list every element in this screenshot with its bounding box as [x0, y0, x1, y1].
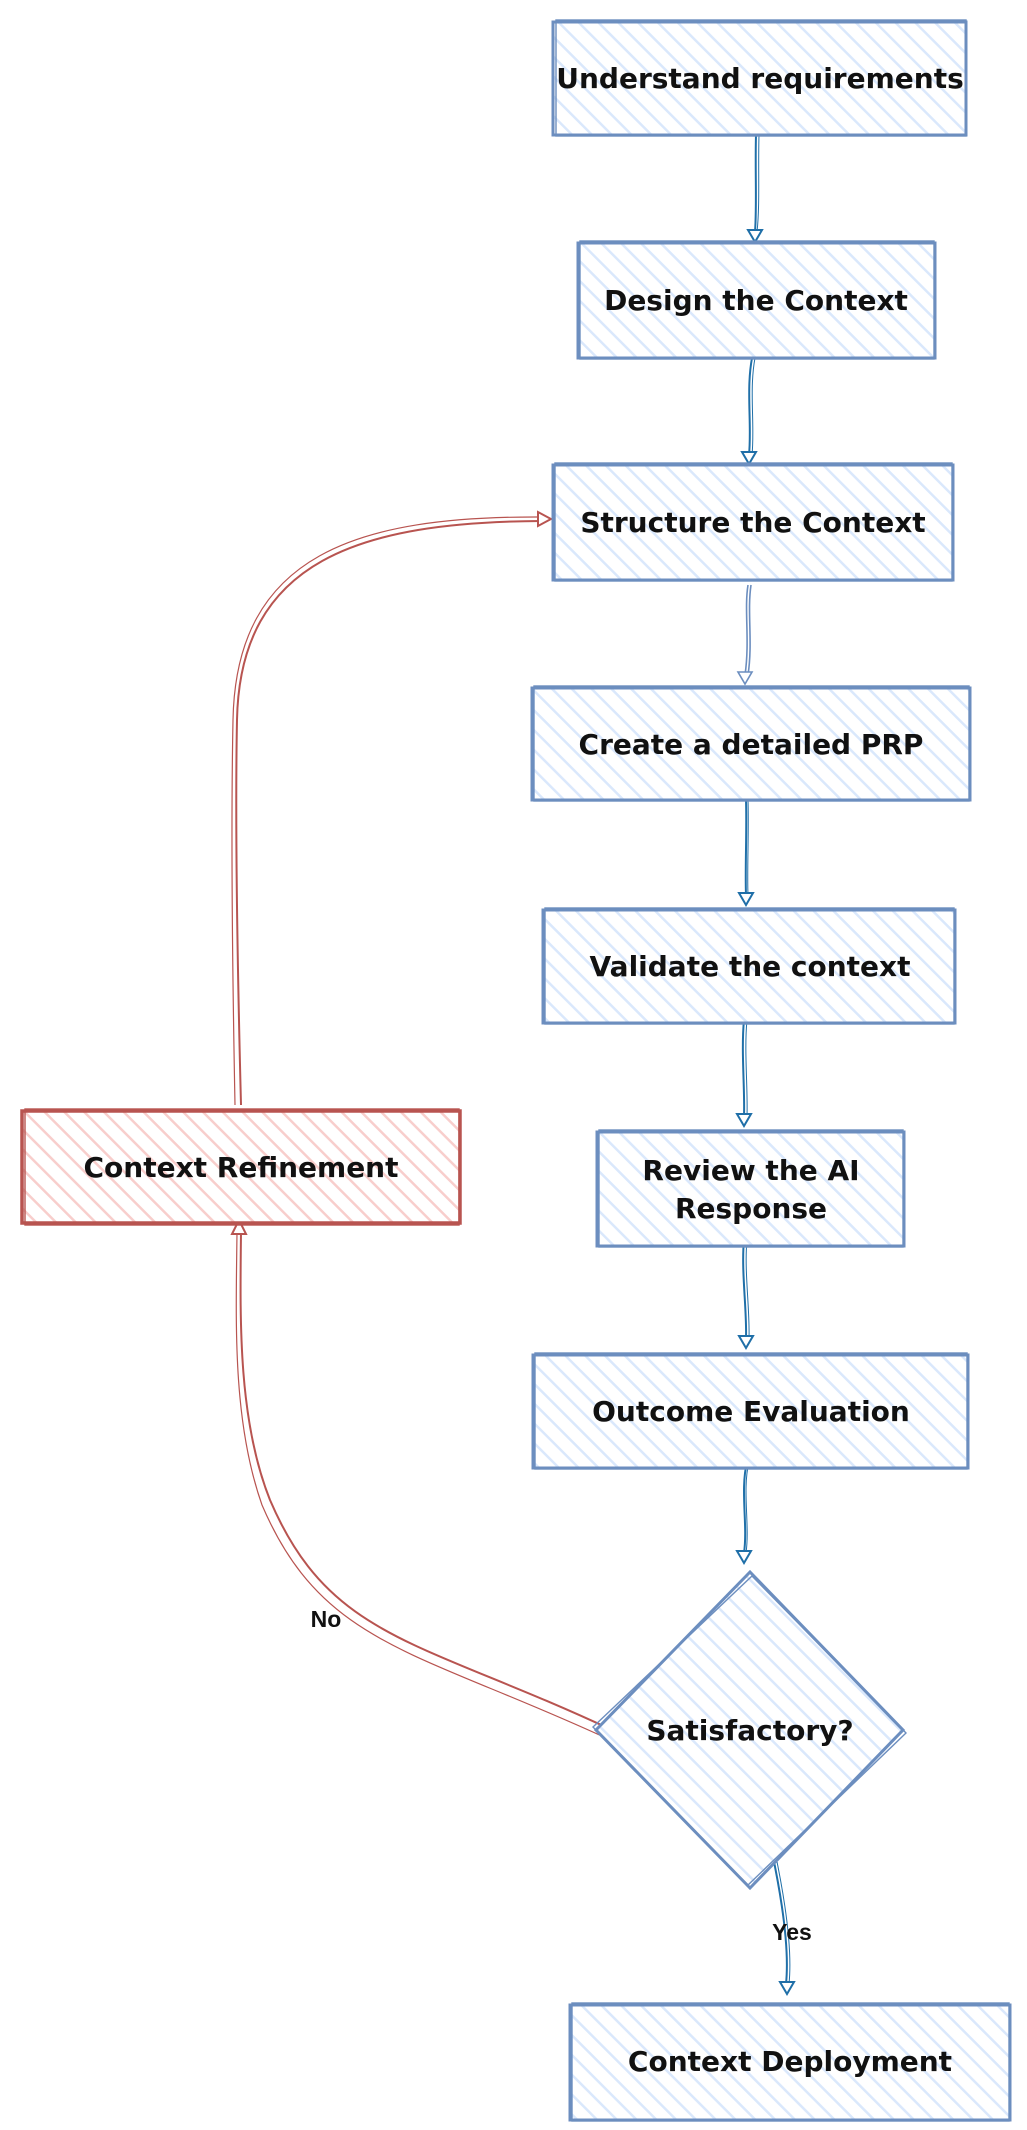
- node-label: Structure the Context: [580, 506, 925, 539]
- node-structure-context: Structure the Context: [551, 462, 955, 582]
- node-context-refinement: Context Refinement: [20, 1108, 462, 1226]
- node-label-line2: Response: [675, 1192, 827, 1225]
- node-understand-requirements: Understand requirements: [551, 19, 968, 137]
- node-label-line1: Review the AI: [642, 1154, 859, 1187]
- node-label: Outcome Evaluation: [592, 1395, 910, 1428]
- arrowhead: [737, 1335, 755, 1350]
- arrowhead: [736, 671, 754, 686]
- arrowhead: [737, 892, 755, 907]
- node-label: Create a detailed PRP: [579, 728, 924, 761]
- node-label: Context Refinement: [84, 1151, 399, 1184]
- edge-validate-review: [741, 1019, 746, 1117]
- arrowhead: [537, 510, 554, 528]
- node-label: Design the Context: [604, 284, 908, 317]
- node-label: Context Deployment: [628, 2045, 952, 2078]
- decision-satisfactory: Satisfactory?: [592, 1569, 907, 1891]
- edge-label-no: No: [311, 1606, 342, 1632]
- edge-design-structure: [748, 357, 753, 456]
- arrowhead: [746, 229, 764, 244]
- decision-label: Satisfactory?: [646, 1714, 853, 1747]
- edge-review-evaluation: [742, 1239, 748, 1339]
- arrowhead: [735, 1550, 753, 1565]
- node-label: Understand requirements: [556, 62, 964, 95]
- edge-understand-design: [754, 134, 757, 233]
- node-review-response: Review the AI Response: [595, 1129, 906, 1248]
- edge-prp-validate: [744, 799, 748, 896]
- edge-structure-prp: [744, 584, 749, 676]
- node-context-deployment: Context Deployment: [568, 2002, 1012, 2122]
- edge-yes: [771, 1851, 788, 1985]
- edge-no: [239, 1231, 613, 1731]
- node-outcome-evaluation: Outcome Evaluation: [531, 1352, 970, 1470]
- arrowhead: [230, 1217, 248, 1235]
- arrowhead: [735, 1113, 753, 1128]
- edge-evaluation-satisfactory: [743, 1461, 748, 1554]
- node-design-context: Design the Context: [576, 240, 937, 360]
- edge-refinement-structure: [235, 520, 543, 1106]
- arrowhead: [778, 1981, 796, 1996]
- node-validate-context: Validate the context: [541, 907, 957, 1025]
- node-label: Validate the context: [590, 950, 911, 983]
- node-create-prp: Create a detailed PRP: [530, 685, 972, 802]
- edge-label-yes: Yes: [772, 1919, 812, 1945]
- arrowhead: [740, 451, 758, 466]
